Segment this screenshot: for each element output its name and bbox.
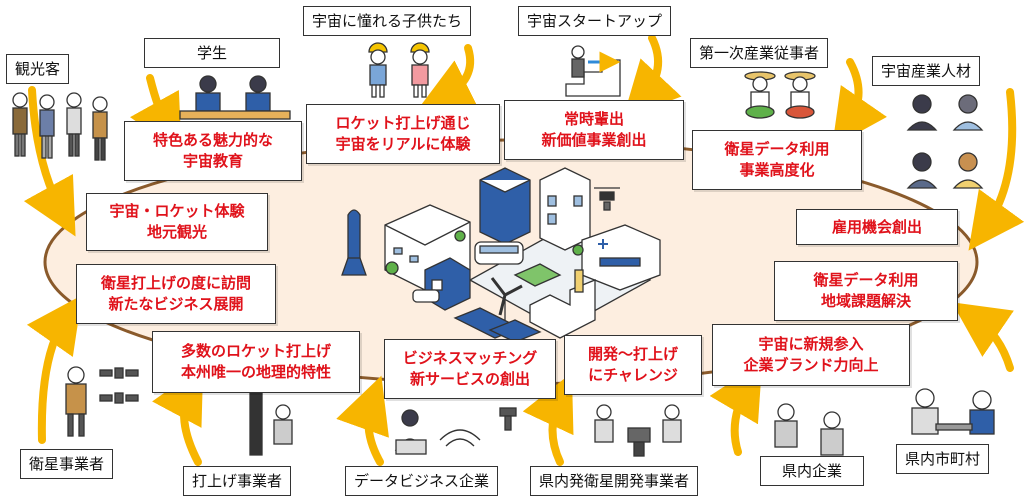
benefit-regional-issues: 衛星データ利用地域課題解決 (774, 261, 958, 321)
benefit-education: 特色ある魅力的な宇宙教育 (124, 121, 302, 181)
bus-icon (474, 241, 524, 265)
arrow-satellite (26, 295, 83, 444)
drone-icon (594, 187, 620, 211)
arrow-startup (622, 34, 682, 119)
solar-panel-icon (453, 307, 542, 343)
tree-icon (385, 230, 584, 275)
arrow-data (336, 375, 389, 466)
farmer-icon (744, 71, 816, 119)
local-company-icon (774, 403, 844, 456)
rocket-icon (341, 209, 367, 276)
label-primary-industry: 第一次産業従事者 (690, 38, 829, 68)
factory-icon (529, 269, 596, 339)
benefit-tourism: 宇宙・ロケット体験地元観光 (86, 193, 268, 251)
benefit-challenge: 開発～打上げにチャレンジ (564, 335, 702, 395)
label-startup: 宇宙スタートアップ (518, 6, 672, 36)
arrow-local-dev (522, 372, 574, 466)
label-tourists: 観光客 (6, 54, 70, 84)
launch-operator-icon (249, 384, 293, 456)
arrow-local-co (709, 361, 763, 456)
satellite-icon (99, 367, 139, 404)
rocket-icon (249, 384, 263, 456)
benefit-employment: 雇用機会創出 (796, 209, 958, 245)
benefit-geography: 多数のロケット打上げ本州唯一の地理的特性 (152, 331, 360, 393)
laptop-worker-icon (394, 407, 517, 455)
benefit-visit-business: 衛星打上げの度に訪問新たなビジネス展開 (76, 264, 276, 324)
tourist-people-icon (12, 92, 108, 161)
tower-building-icon (479, 167, 531, 245)
label-launch-operators: 打上げ事業者 (183, 466, 292, 496)
arrow-municipal (951, 302, 1014, 372)
flow-arrows (23, 34, 1024, 466)
student-icon (179, 75, 291, 120)
child-icon (368, 42, 430, 98)
benefit-new-business: 常時輩出新価値事業創出 (504, 100, 684, 160)
car-icon (412, 289, 440, 303)
meeting-icon (911, 388, 995, 435)
label-satellite-operators: 衛星事業者 (20, 449, 114, 479)
benefit-brand: 宇宙に新規参入企業ブランド力向上 (712, 324, 910, 386)
arrow-launch (152, 365, 204, 466)
label-municipalities: 県内市町村 (896, 444, 990, 474)
wind-turbine-icon (490, 277, 523, 330)
benefit-satellite-data-advanced: 衛星データ利用事業高度化 (692, 130, 862, 190)
park-icon (513, 263, 562, 287)
city-illustration (341, 167, 661, 343)
satellite-developer-icon (594, 404, 682, 457)
climbing-stairs-icon (565, 45, 621, 97)
tall-building-icon (539, 167, 591, 251)
antenna-icon (439, 407, 517, 447)
label-data-business: データビジネス企業 (345, 466, 499, 496)
arrow-children (416, 44, 480, 111)
label-space-talent: 宇宙産業人材 (872, 56, 981, 86)
label-local-companies: 県内企業 (760, 456, 864, 486)
satellite-operator-icon (65, 366, 139, 437)
label-local-satellite-developers: 県内発衛星開発事業者 (530, 466, 699, 496)
arrow-talent (968, 88, 1024, 251)
benefit-rocket-experience: ロケット打上げ通じ宇宙をリアルに体験 (306, 104, 500, 164)
professional-icon (906, 94, 984, 189)
arrow-primary (832, 58, 887, 148)
benefit-matching: ビジネスマッチング新サービスの創出 (384, 339, 556, 399)
label-children: 宇宙に憧れる子供たち (303, 6, 472, 36)
label-students: 学生 (144, 38, 280, 68)
